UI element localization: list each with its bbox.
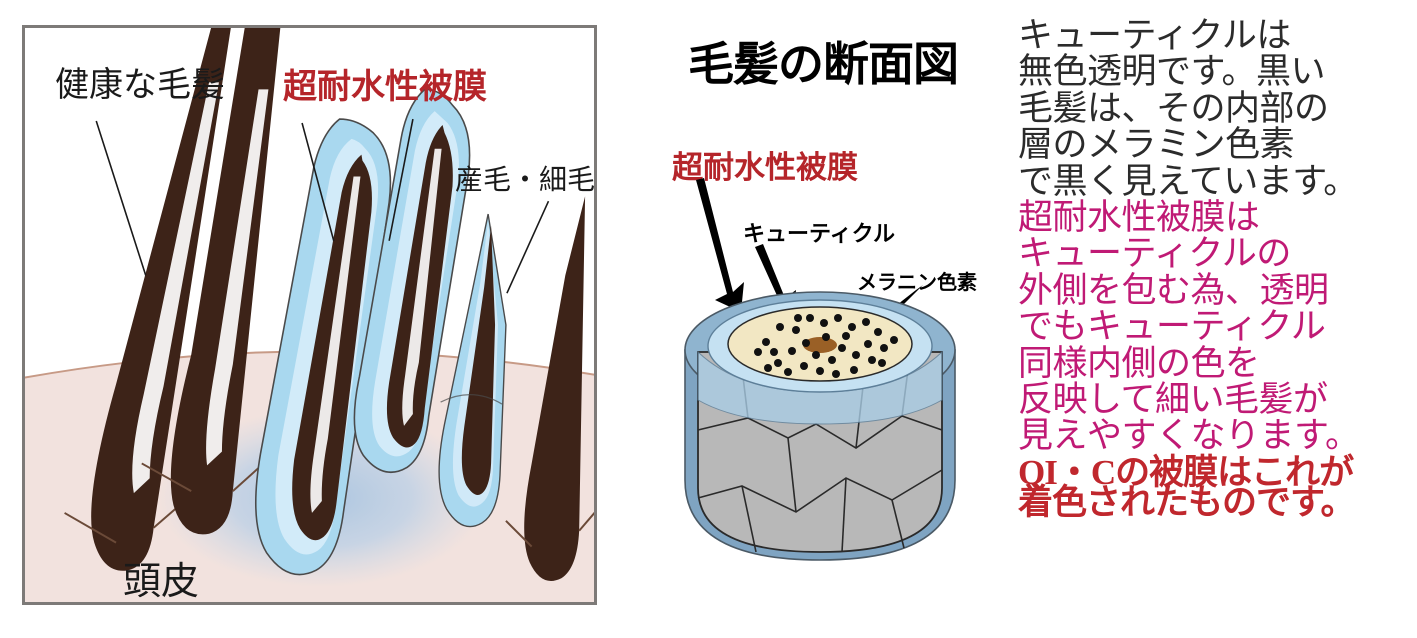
explanatory-text-column: キューティクルは 無色透明です。黒い 毛髪は、その内部の 層のメラミン色素 で黒… [1018,16,1413,523]
label-scalp: 頭皮 [123,561,200,603]
text-line: 超耐水性被膜は [1018,197,1260,237]
text-line: QI・Cの被膜はこれが [1018,452,1354,492]
arrow-to-coating [696,178,744,312]
follicle-diagram-svg [25,28,594,602]
text-line: 毛髪は、その内部の [1018,88,1329,128]
hair-strand-fine-coated [438,213,507,528]
hair-strand-coated-1 [255,118,392,576]
text-line: 無色透明です。黒い [1018,52,1326,92]
leader-healthy-hair [95,120,147,276]
text-line: 反映して細い毛髪が [1018,379,1328,419]
hair-strand-healthy-1 [64,28,231,571]
text-line: 着色されたものです。 [1018,483,1356,523]
text-line: キューティクルの [1018,234,1291,274]
label-vellus-fine-hair: 産毛・細毛 [455,164,596,195]
label-melanin-callout: メラニン色素 [857,272,977,294]
text-line: でもキューティクル [1018,307,1326,347]
leader-fine-hair [506,200,550,294]
cross-section-title: 毛髪の断面図 [688,38,959,90]
hair-cylinder-svg [684,178,956,561]
text-line: キューティクルは [1018,16,1291,55]
text-line: 見えやすくなります。 [1018,416,1360,456]
text-line: 同様内側の色を [1018,343,1260,383]
melanin-granules [754,314,898,378]
hair-strand-coated-2 [353,88,471,474]
text-line: 外側を包む為、透明 [1018,270,1329,310]
medulla [803,337,837,353]
label-super-water-resistant-coating: 超耐水性被膜 [283,68,487,106]
label-healthy-hair: 健康な毛髪 [55,66,225,104]
text-line: 層のメラミン色素 [1018,125,1295,165]
text-line: で黒く見えています。 [1018,161,1358,201]
leader-coating [301,122,335,241]
hair-cross-section-panel: 毛髪の断面図 超耐水性被膜 キューティクル メラニン色素 [620,0,1020,638]
hair-follicle-panel: 健康な毛髪 超耐水性被膜 産毛・細毛 頭皮 [22,25,597,605]
leader-coating-2 [388,118,414,241]
label-cuticle-callout: キューティクル [743,221,896,246]
leader-lines [95,118,550,294]
hair-strand-fine-uncoated [505,196,594,581]
